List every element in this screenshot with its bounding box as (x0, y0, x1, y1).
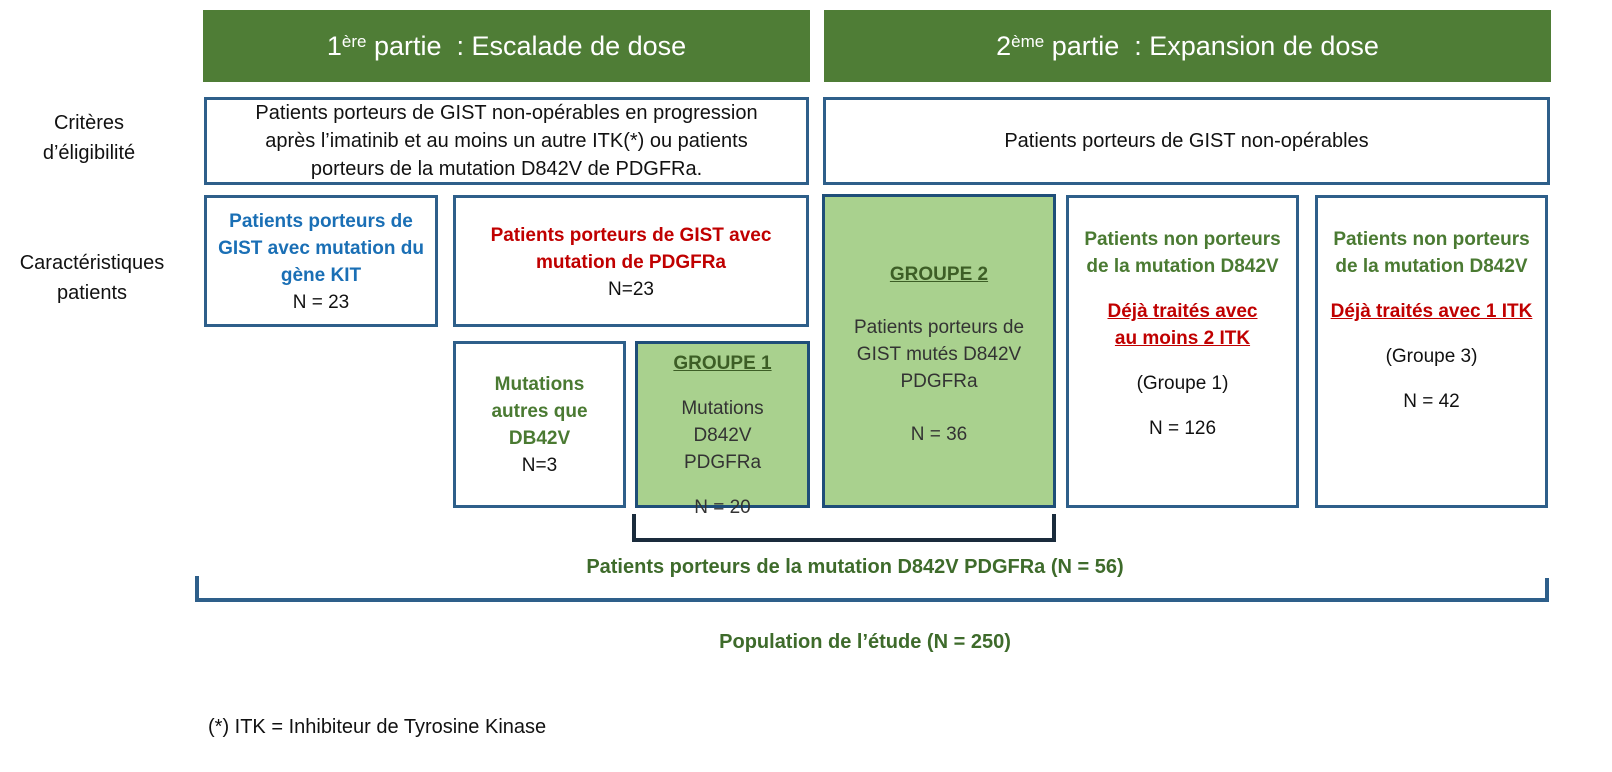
pdgfra-mutation-title: Patients porteurs de GIST avec mutation … (490, 225, 772, 273)
expansion-group1-label: (Groupe 1) (1136, 373, 1229, 394)
kit-mutation-title: Patients porteurs de GIST avec mutation … (218, 211, 424, 286)
population-bracket (195, 576, 1549, 602)
expansion-group1-box: Patients non porteurs de la mutation D84… (1066, 195, 1299, 508)
groupe2-description: Patients porteurs de GIST mutés D842V PD… (853, 317, 1025, 392)
expansion-group1-title: Patients non porteurs de la mutation D84… (1084, 229, 1281, 277)
expansion-group3-box: Patients non porteurs de la mutation D84… (1315, 195, 1548, 508)
other-mutations-count: N=3 (521, 454, 558, 476)
expansion-group1-treated: Déjà traités avec au moins 2 ITK (1107, 301, 1258, 349)
row-label-characteristics-line2: patients (56, 282, 128, 304)
header-part2-number: 2 (996, 30, 1012, 61)
footnote: (*) ITK = Inhibiteur de Tyrosine Kinase (208, 716, 547, 738)
groupe1-box: GROUPE 1 Mutations D842V PDGFRa N = 20 (635, 341, 810, 518)
pdgfra-mutation-count: N=23 (608, 279, 654, 300)
groupe2-box: GROUPE 2 Patients porteurs de GIST mutés… (822, 194, 1056, 508)
header-part2-superscript: ème (1011, 32, 1045, 51)
expansion-group3-label: (Groupe 3) (1385, 346, 1478, 367)
eligibility-part1-box: Patients porteurs de GIST non-opérables … (204, 97, 809, 185)
kit-mutation-count: N = 23 (292, 292, 350, 313)
expansion-group3-count: N = 42 (1403, 391, 1460, 412)
pdgfra-mutation-box: Patients porteurs de GIST avec mutation … (453, 195, 809, 327)
row-label-eligibility-line2: d’éligibilité (42, 142, 136, 164)
expansion-group3-treated: Déjà traités avec 1 ITK (1330, 301, 1533, 322)
header-part1-number: 1 (326, 30, 342, 61)
header-part1-superscript: ère (341, 32, 367, 51)
groupe2-count: N = 36 (910, 424, 968, 445)
d842v-bracket (632, 514, 1056, 542)
groupe1-count: N = 20 (694, 497, 751, 518)
row-label-characteristics-line1: Caractéristiques (19, 252, 165, 274)
kit-mutation-box: Patients porteurs de GIST avec mutation … (204, 195, 438, 327)
header-part2-text: partie : Expansion de dose (1044, 30, 1379, 61)
row-label-characteristics: Caractéristiques patients (0, 248, 184, 308)
eligibility-part2-text: Patients porteurs de GIST non-opérables (1004, 129, 1369, 152)
d842v-summary: Patients porteurs de la mutation D842V P… (586, 556, 1124, 578)
eligibility-part2-box: Patients porteurs de GIST non-opérables (823, 97, 1550, 185)
header-part1-text: partie : Escalade de dose (366, 30, 687, 61)
expansion-group3-title: Patients non porteurs de la mutation D84… (1333, 229, 1530, 277)
groupe1-description: Mutations D842V PDGFRa (681, 398, 764, 473)
row-label-eligibility: Critères d’éligibilité (0, 108, 178, 168)
other-mutations-box: Mutations autres que DB42V N=3 (453, 341, 626, 508)
groupe1-title: GROUPE 1 (673, 353, 772, 374)
expansion-group1-count: N = 126 (1148, 418, 1217, 439)
population-summary: Population de l’étude (N = 250) (719, 631, 1011, 653)
row-label-eligibility-line1: Critères (53, 112, 124, 134)
eligibility-part1-text: Patients porteurs de GIST non-opérables … (255, 102, 758, 180)
other-mutations-title: Mutations autres que DB42V (491, 373, 588, 449)
groupe2-title: GROUPE 2 (889, 264, 989, 285)
